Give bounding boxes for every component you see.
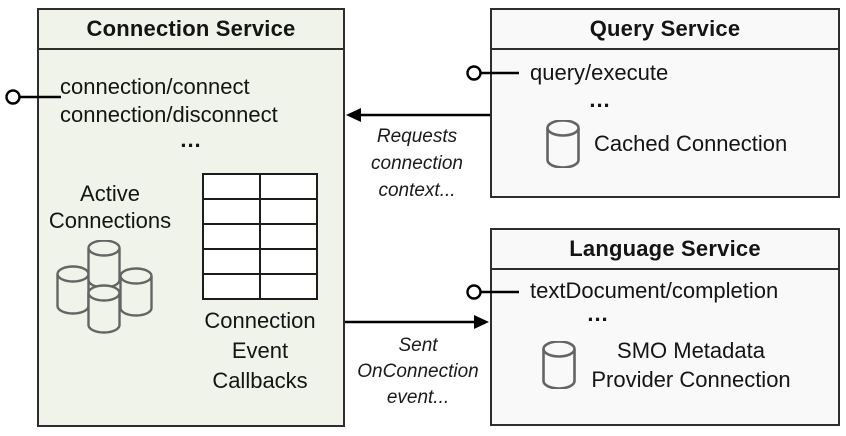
language-service-title: Language Service — [492, 230, 838, 270]
connection-event-callbacks-label: Connection Event Callbacks — [204, 308, 316, 393]
callback-table-cell — [204, 275, 259, 298]
query-methods-ellipsis: ... — [589, 87, 611, 112]
database-cylinder-icon — [546, 120, 580, 168]
method-connection-connect: connection/connect — [60, 74, 250, 99]
database-cylinder-icon — [542, 341, 576, 389]
database-cluster-icon — [56, 240, 153, 334]
callback-table-cell — [204, 175, 259, 198]
callback-table-cell — [261, 225, 316, 248]
callback-table-cell — [261, 250, 316, 273]
query-service-box: Query Service query/execute ... Cached C… — [490, 8, 840, 198]
callback-table-cell — [204, 250, 259, 273]
smo-metadata-provider-label: SMO Metadata Provider Connection — [591, 338, 791, 392]
language-methods-ellipsis: ... — [587, 301, 609, 326]
callback-table-cell — [261, 275, 316, 298]
connection-methods: connection/connect connection/disconnect — [60, 73, 278, 129]
callback-table-cell — [261, 175, 316, 198]
connection-service-box: Connection Service connection/connect co… — [37, 8, 345, 427]
sent-onconnection-event-label: Sent OnConnection event... — [357, 335, 479, 408]
method-textdocument-completion: textDocument/completion — [530, 278, 779, 303]
language-service-box: Language Service textDocument/completion… — [490, 228, 840, 426]
callback-table-cell — [204, 225, 259, 248]
query-service-title: Query Service — [492, 10, 838, 50]
callback-table-cell — [204, 200, 259, 223]
sent-event-arrow — [345, 315, 489, 329]
cached-connection-label: Cached Connection — [594, 131, 788, 156]
method-query-execute: query/execute — [530, 60, 669, 85]
cached-connection-row: Cached Connection — [546, 120, 787, 168]
active-connections-label: Active Connections — [48, 181, 172, 233]
method-connection-disconnect: connection/disconnect — [60, 102, 278, 127]
requests-context-arrow — [346, 108, 490, 122]
connection-methods-ellipsis: ... — [180, 127, 202, 152]
smo-connection-row: SMO Metadata Provider Connection — [542, 336, 796, 394]
connection-service-title: Connection Service — [39, 10, 343, 50]
callback-table-cell — [261, 200, 316, 223]
callback-table — [202, 173, 318, 300]
requests-connection-context-label: Requests connection context... — [371, 126, 463, 201]
